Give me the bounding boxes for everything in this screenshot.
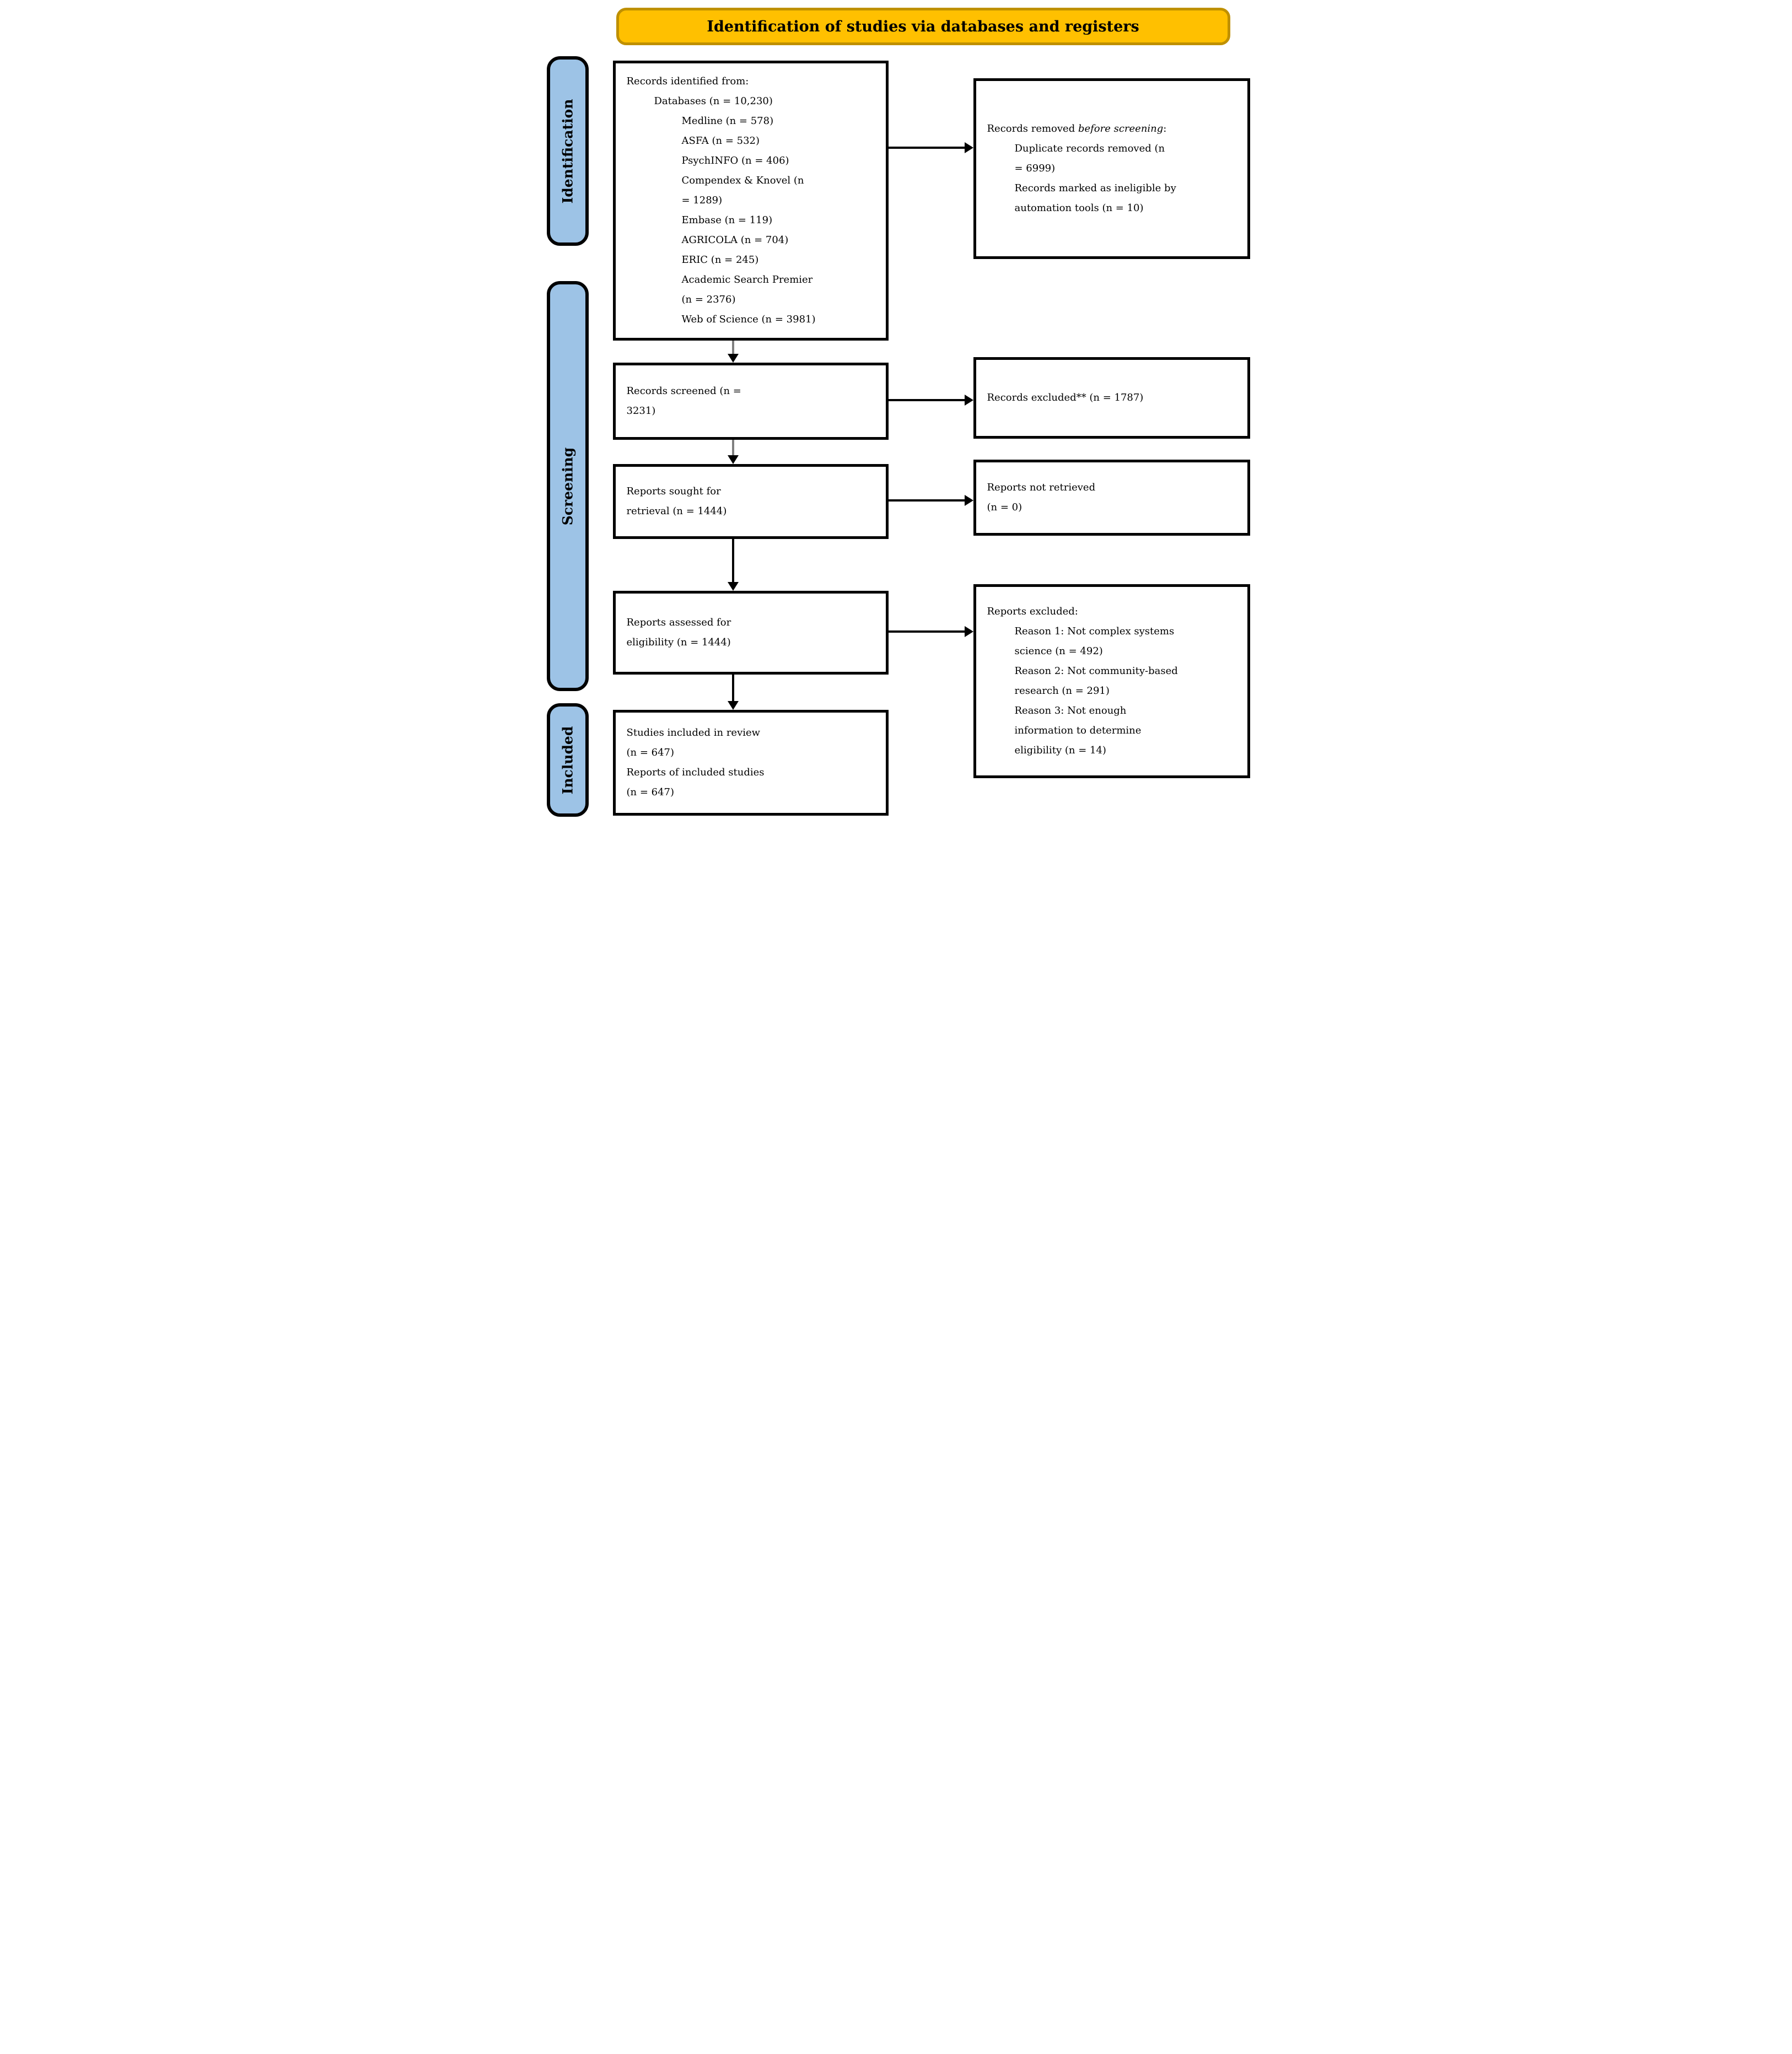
text-line: Reports of included studies xyxy=(626,767,765,778)
arrow-head-right-icon xyxy=(964,395,973,406)
text-line: = 1289) xyxy=(681,195,723,206)
text-line: retrieval (n = 1444) xyxy=(626,505,727,517)
arrow-assessed-to-included xyxy=(727,675,739,710)
box-studies-included: Studies included in review (n = 647) Repor… xyxy=(612,710,889,816)
stage-label-included: Included xyxy=(546,703,589,817)
text-line: ASFA (n = 532) xyxy=(681,135,760,147)
text-line: Reason 3: Not enough xyxy=(1014,705,1127,716)
text-line: Reason 2: Not community-based xyxy=(1014,665,1178,677)
text-line: Reason 1: Not complex systems xyxy=(1014,626,1175,637)
box-reports-assessed-for-eligibility: Reports assessed for eligibility (n = 144… xyxy=(612,591,889,675)
arrow-screened-to-sought xyxy=(727,440,739,464)
stage-label-included-text: Included xyxy=(559,726,576,794)
arrow-head-down-icon xyxy=(727,455,739,464)
text-line: information to determine xyxy=(1014,725,1142,736)
text-line: Medline (n = 578) xyxy=(681,115,774,127)
arrow-sought-to-assessed xyxy=(727,539,739,591)
text-line: AGRICOLA (n = 704) xyxy=(681,234,789,246)
text-line: Records excluded** (n = 1787) xyxy=(987,392,1144,403)
header-title: Identification of studies via databases … xyxy=(707,18,1139,35)
box-records-screened: Records screened (n = 3231) xyxy=(612,363,889,440)
text-line: Studies included in review xyxy=(626,727,761,738)
box-records-excluded: Records excluded** (n = 1787) xyxy=(973,357,1250,439)
arrow-screened-to-excluded xyxy=(888,393,973,407)
arrow-head-down-icon xyxy=(727,354,739,363)
text-line: 3231) xyxy=(626,405,656,417)
text-line: research (n = 291) xyxy=(1014,685,1110,697)
text-line: Databases (n = 10,230) xyxy=(654,95,773,107)
text-line: PsychINFO (n = 406) xyxy=(681,155,789,166)
text-line: (n = 647) xyxy=(626,786,675,798)
arrow-head-right-icon xyxy=(964,626,973,637)
arrow-stem xyxy=(888,499,965,502)
box-reports-sought-for-retrieval: Reports sought for retrieval (n = 1444) xyxy=(612,464,889,539)
text-line: (n = 0) xyxy=(987,502,1023,513)
arrow-stem xyxy=(731,341,734,354)
text-line: Reports sought for xyxy=(626,486,721,497)
arrow-stem xyxy=(888,399,965,401)
text-line: eligibility (n = 14) xyxy=(1014,745,1106,756)
arrow-head-down-icon xyxy=(727,701,739,710)
prisma-flow-diagram: Identification of studies via databases … xyxy=(537,0,1255,822)
arrow-stem xyxy=(731,440,734,455)
stage-label-identification: Identification xyxy=(546,56,589,246)
text-line: Academic Search Premier xyxy=(681,274,813,285)
text-line: ERIC (n = 245) xyxy=(681,254,759,266)
text-line: = 6999) xyxy=(1014,163,1056,174)
arrow-stem xyxy=(731,675,734,701)
text-line: Records marked as ineligible by xyxy=(1014,182,1176,194)
header-banner: Identification of studies via databases … xyxy=(616,8,1230,45)
box-records-removed-before-screening: Records removed before screening: Duplica… xyxy=(973,78,1250,259)
arrow-sought-to-not-retrieved xyxy=(888,494,973,507)
text-line: Web of Science (n = 3981) xyxy=(681,314,816,325)
text-line: Compendex & Knovel (n xyxy=(681,175,804,186)
text-line: Records identified from: xyxy=(626,76,749,87)
stage-label-screening: Screening xyxy=(546,281,589,691)
text-line: automation tools (n = 10) xyxy=(1014,202,1144,214)
arrow-identified-to-removed xyxy=(888,141,973,154)
box-reports-excluded: Reports excluded: Reason 1: Not complex s… xyxy=(973,584,1250,778)
arrow-assessed-to-reports-excluded xyxy=(888,625,973,638)
arrow-stem xyxy=(731,539,734,582)
stage-label-screening-text: Screening xyxy=(559,447,575,525)
text-line: Reports not retrieved xyxy=(987,482,1096,493)
arrow-stem xyxy=(888,630,965,633)
text-line: Embase (n = 119) xyxy=(681,214,773,226)
text-line: (n = 2376) xyxy=(681,294,736,305)
text-line: Duplicate records removed (n xyxy=(1014,143,1165,154)
arrow-head-right-icon xyxy=(964,495,973,506)
arrow-head-right-icon xyxy=(964,142,973,153)
arrow-head-down-icon xyxy=(727,582,739,591)
arrow-stem xyxy=(888,147,965,149)
text-line: Records removed before screening: xyxy=(987,123,1167,134)
text-line: Reports excluded: xyxy=(987,606,1078,617)
box-records-identified: Records identified from: Databases (n = 1… xyxy=(612,61,889,341)
text-line: eligibility (n = 1444) xyxy=(626,637,731,648)
text-line: science (n = 492) xyxy=(1014,645,1103,657)
text-line: Reports assessed for xyxy=(626,617,731,628)
box-reports-not-retrieved: Reports not retrieved (n = 0) xyxy=(973,460,1250,536)
text-line: (n = 647) xyxy=(626,747,675,758)
text-line: Records screened (n = xyxy=(626,385,741,397)
stage-label-identification-text: Identification xyxy=(559,99,576,203)
arrow-identified-to-screened xyxy=(727,341,739,363)
